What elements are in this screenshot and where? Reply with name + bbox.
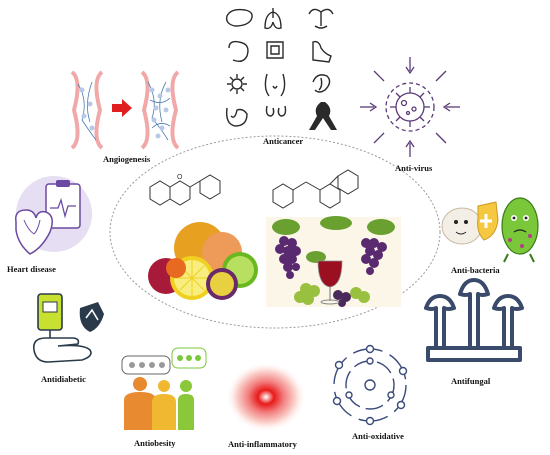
label-antivirus: Anti-virus [395, 163, 433, 173]
label-antibacteria: Anti-bacteria [451, 265, 500, 275]
label-antifungal: Antifungal [451, 376, 491, 386]
flavan-structure: O [149, 174, 221, 206]
stilbene-structure [272, 169, 359, 209]
anticancer-organs-icon [225, 8, 337, 130]
antiobesity-icon [121, 347, 207, 430]
label-angiogenesis: Angiogenesis [103, 154, 151, 164]
grapes-wine-image [266, 216, 401, 307]
antidiabetic-icon [32, 293, 104, 363]
antifungal-icon [424, 278, 524, 362]
svg-text:O: O [177, 174, 183, 181]
label-antiobesity: Antiobesity [134, 438, 176, 448]
label-anticancer: Anticancer [263, 136, 304, 146]
virus-icon [360, 57, 460, 157]
label-antioxidative: Anti-oxidative [352, 431, 404, 441]
label-antidiabetic: Antidiabetic [41, 374, 86, 384]
inflammation-glow-icon [226, 362, 306, 432]
angiogenesis-icon [70, 70, 180, 150]
label-antiinflammatory: Anti-inflammatory [228, 439, 297, 449]
antibacteria-icon [441, 197, 539, 263]
label-heart-disease: Heart disease [7, 264, 56, 274]
antioxidative-orbit-icon [332, 344, 408, 426]
heart-disease-icon [14, 176, 92, 255]
citrus-fruits-image [148, 222, 258, 300]
